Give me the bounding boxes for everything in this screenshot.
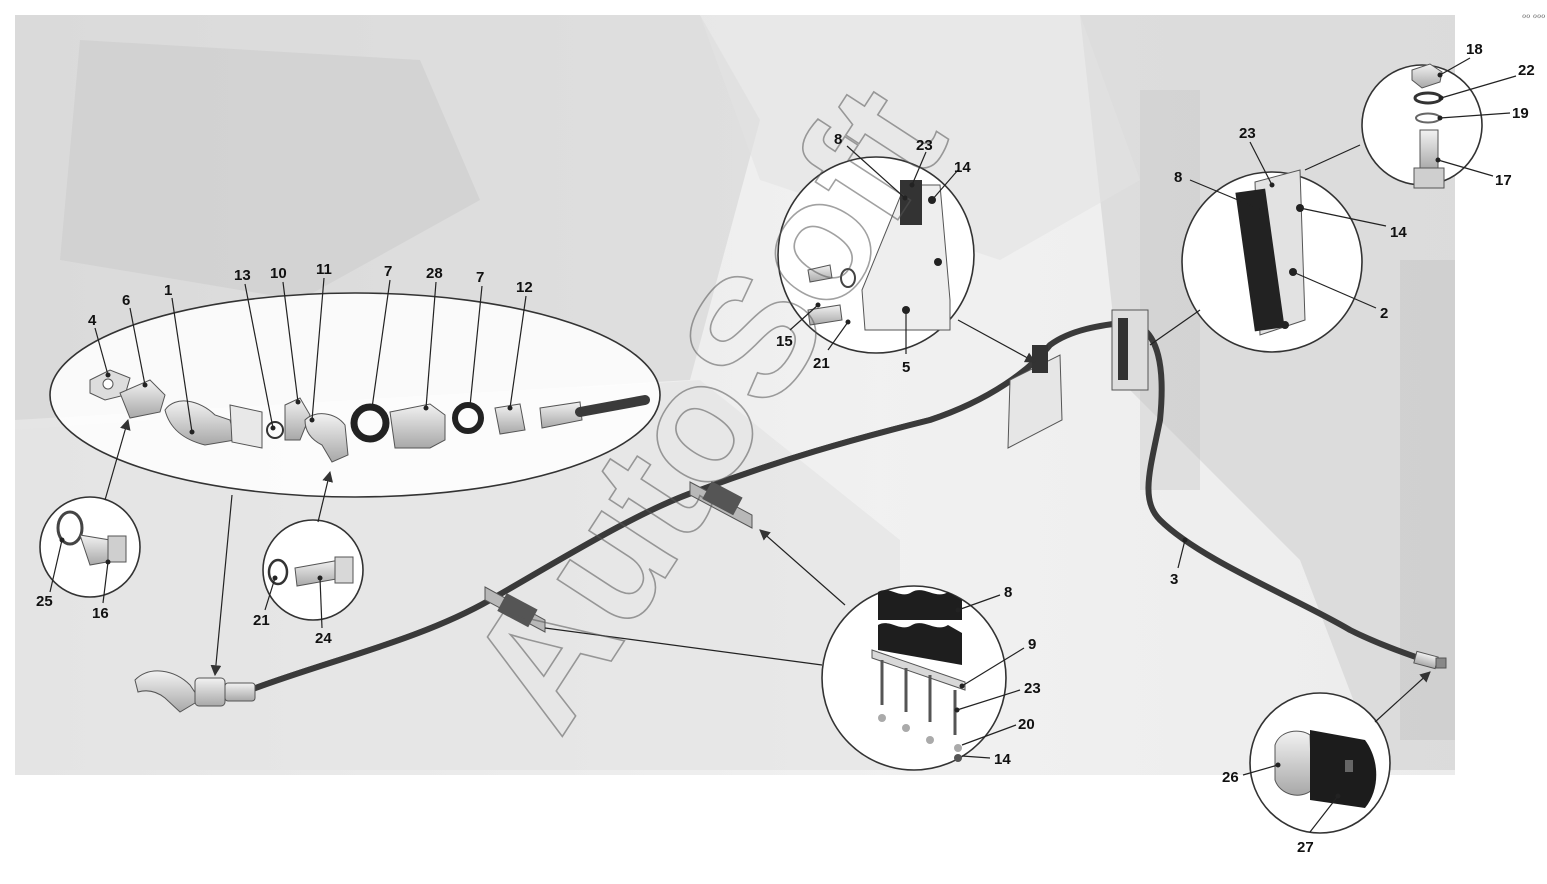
callout-15: 15 bbox=[776, 302, 821, 350]
svg-text:10: 10 bbox=[270, 265, 287, 282]
callout-22: 22 bbox=[1438, 62, 1535, 101]
svg-text:9: 9 bbox=[1028, 636, 1036, 653]
fittings-ellipse-group bbox=[49, 292, 661, 498]
part-12-nut bbox=[494, 403, 526, 435]
svg-text:1: 1 bbox=[164, 282, 172, 299]
callout-16: 16 bbox=[92, 559, 111, 622]
svg-text:23: 23 bbox=[1024, 680, 1041, 697]
part-11-union bbox=[304, 413, 349, 463]
svg-text:5: 5 bbox=[902, 359, 910, 376]
callout-17: 17 bbox=[1435, 157, 1512, 189]
svg-text:11: 11 bbox=[316, 261, 332, 278]
svg-text:14: 14 bbox=[1390, 224, 1407, 241]
part-13-ring bbox=[266, 421, 284, 439]
detail-clamp-stack bbox=[821, 585, 1007, 771]
svg-text:15: 15 bbox=[776, 333, 793, 350]
svg-text:3: 3 bbox=[1170, 571, 1178, 588]
svg-text:21: 21 bbox=[253, 612, 270, 629]
callout-14b: 14 bbox=[1299, 207, 1407, 241]
svg-text:12: 12 bbox=[516, 279, 533, 296]
part-7-seal-b bbox=[452, 402, 484, 434]
svg-text:2: 2 bbox=[1380, 305, 1388, 322]
callout-3: 3 bbox=[1170, 537, 1188, 588]
detail-bracket-plate bbox=[777, 156, 975, 354]
callout-19: 19 bbox=[1437, 105, 1529, 122]
callout-21b: 21 bbox=[813, 319, 851, 372]
callout-23c: 23 bbox=[954, 680, 1041, 713]
callout-6: 6 bbox=[122, 292, 148, 388]
callout-27: 27 bbox=[1297, 793, 1341, 856]
part-1-elbow bbox=[164, 400, 236, 446]
callout-23b: 23 bbox=[1239, 125, 1275, 188]
detail-bolt-16 bbox=[39, 496, 141, 598]
svg-text:14: 14 bbox=[994, 751, 1011, 768]
callout-20: 20 bbox=[961, 716, 1035, 746]
part-28-adapter bbox=[389, 403, 446, 449]
callout-24: 24 bbox=[315, 575, 332, 647]
callout-12: 12 bbox=[507, 279, 533, 411]
callout-1: 1 bbox=[164, 282, 195, 435]
svg-text:19: 19 bbox=[1512, 105, 1529, 122]
leader-lines bbox=[104, 144, 1431, 723]
callout-11: 11 bbox=[309, 261, 332, 423]
svg-text:17: 17 bbox=[1495, 172, 1512, 189]
svg-text:22: 22 bbox=[1518, 62, 1535, 79]
svg-text:14: 14 bbox=[954, 159, 971, 176]
svg-text:16: 16 bbox=[92, 605, 109, 622]
callout-8a: 8 bbox=[834, 131, 908, 201]
svg-text:28: 28 bbox=[426, 265, 443, 282]
hose-end-fitting bbox=[1413, 650, 1447, 670]
svg-text:26: 26 bbox=[1222, 769, 1239, 786]
callout-18: 18 bbox=[1437, 41, 1483, 78]
callout-14a: 14 bbox=[931, 159, 971, 201]
svg-text:25: 25 bbox=[36, 593, 53, 610]
main-hose bbox=[247, 318, 1433, 693]
svg-text:24: 24 bbox=[315, 630, 332, 647]
callout-13: 13 bbox=[234, 267, 276, 431]
callout-25: 25 bbox=[36, 537, 65, 610]
callout-10: 10 bbox=[270, 265, 301, 405]
callout-23a: 23 bbox=[909, 137, 933, 188]
detail-pin-24 bbox=[262, 519, 364, 621]
part-7-seal-a bbox=[350, 403, 390, 443]
callout-8b: 8 bbox=[1174, 169, 1265, 213]
callout-9: 9 bbox=[959, 636, 1036, 689]
svg-text:7: 7 bbox=[384, 263, 392, 280]
detail-clamp-bar bbox=[1181, 169, 1363, 353]
callout-26: 26 bbox=[1222, 762, 1281, 786]
callout-14c: 14 bbox=[961, 751, 1011, 768]
callouts: 4 6 1 13 10 11 7 28 7 12 25 16 21 24 8 2… bbox=[36, 41, 1535, 856]
svg-text:7: 7 bbox=[476, 269, 484, 286]
svg-text:23: 23 bbox=[1239, 125, 1256, 142]
hose-start-fitting bbox=[134, 670, 256, 713]
callout-4: 4 bbox=[88, 312, 111, 378]
callout-5: 5 bbox=[902, 310, 910, 376]
svg-text:20: 20 bbox=[1018, 716, 1035, 733]
svg-text:18: 18 bbox=[1466, 41, 1483, 58]
svg-text:21: 21 bbox=[813, 355, 830, 372]
corner-mark: ℴℴ ℴℴℴ bbox=[1522, 10, 1545, 20]
callout-8c: 8 bbox=[955, 584, 1012, 613]
svg-text:13: 13 bbox=[234, 267, 251, 284]
bracket-mounts bbox=[484, 309, 1149, 633]
machine-background bbox=[15, 15, 1455, 775]
svg-text:8: 8 bbox=[834, 131, 842, 148]
svg-text:27: 27 bbox=[1297, 839, 1314, 856]
svg-text:23: 23 bbox=[916, 137, 933, 154]
callout-28: 28 bbox=[423, 265, 443, 411]
callout-7b: 7 bbox=[469, 269, 484, 407]
fittings-ellipse bbox=[49, 292, 661, 498]
svg-text:8: 8 bbox=[1004, 584, 1012, 601]
svg-text:8: 8 bbox=[1174, 169, 1182, 186]
svg-text:4: 4 bbox=[88, 312, 97, 329]
callout-2: 2 bbox=[1292, 271, 1388, 322]
callout-7a: 7 bbox=[371, 263, 392, 409]
detail-plug bbox=[1249, 692, 1391, 834]
svg-text:6: 6 bbox=[122, 292, 130, 309]
callout-21a: 21 bbox=[253, 575, 278, 629]
